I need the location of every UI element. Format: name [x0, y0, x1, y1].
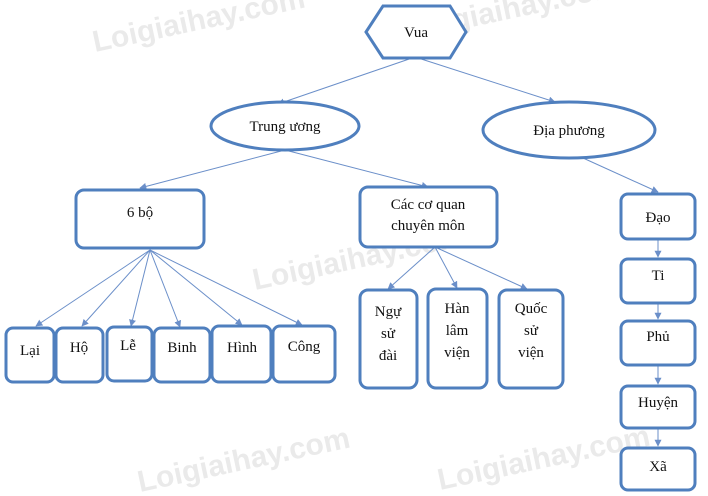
node-dao: Đạo	[619, 192, 697, 241]
node-xa: Xã	[619, 446, 697, 492]
node-co-quan-chuyen-mon: Các cơ quan chuyên môn	[358, 185, 499, 249]
node-han-lam-vien-line2: lâm	[446, 323, 469, 339]
node-dia-phuong-label: Địa phương	[533, 123, 605, 139]
node-ti-label: Ti	[652, 268, 665, 284]
node-phu: Phủ	[619, 319, 697, 367]
node-han-lam-vien: Hàn lâm viện	[426, 287, 489, 390]
node-6-bo: 6 bộ	[74, 188, 206, 250]
node-ngu-su-dai-line2: sử	[381, 326, 396, 342]
edge-co-quan-quoc-su-vien	[434, 246, 528, 290]
node-dao-label: Đạo	[646, 210, 671, 226]
edge-6-bo-le	[129, 249, 151, 327]
edge-co-quan-ngu-su-dai	[387, 246, 436, 290]
node-hinh: Hình	[210, 324, 273, 384]
node-ho-label: Hộ	[70, 340, 88, 356]
node-quoc-su-vien-line2: sử	[524, 323, 539, 339]
node-6-bo-label: 6 bộ	[127, 205, 153, 221]
node-xa-label: Xã	[649, 459, 667, 475]
watermark-text: Loigiaihay.com	[90, 0, 308, 59]
node-hinh-label: Hình	[227, 340, 258, 356]
node-binh-label: Binh	[167, 340, 197, 356]
edge-vua-dia-phuong	[414, 56, 556, 104]
edge-trung-uong-co-quan	[284, 149, 429, 189]
edge-co-quan-han-lam-vien	[434, 246, 458, 289]
node-han-lam-vien-line1: Hàn	[445, 301, 470, 317]
connectors	[35, 56, 662, 447]
edge-6-bo-lai	[35, 249, 151, 327]
node-le-label: Lễ	[120, 338, 136, 354]
node-cong: Công	[271, 324, 337, 384]
edge-6-bo-cong	[149, 249, 303, 326]
node-lai: Lại	[4, 326, 56, 384]
node-huyen: Huyện	[619, 384, 697, 430]
node-phu-label: Phủ	[646, 329, 670, 345]
edge-6-bo-binh	[149, 249, 181, 328]
node-ti: Ti	[619, 257, 697, 305]
node-co-quan-label-line1: Các cơ quan	[391, 197, 466, 213]
node-dia-phuong: Địa phương	[481, 100, 657, 160]
node-quoc-su-vien-line3: viện	[518, 345, 544, 361]
node-ngu-su-dai-line3: đài	[379, 348, 397, 364]
edge-trung-uong-6-bo	[139, 149, 286, 190]
node-ngu-su-dai-line1: Ngự	[375, 304, 402, 320]
node-lai-label: Lại	[20, 343, 40, 359]
node-han-lam-vien-line3: viện	[444, 345, 470, 361]
node-vua: Vua	[364, 4, 468, 60]
node-co-quan-label-line2: chuyên môn	[391, 218, 465, 234]
watermark-text: Loigiaihay.com	[135, 422, 353, 496]
node-quoc-su-vien: Quốc sử viện	[497, 288, 565, 390]
node-cong-label: Công	[288, 339, 321, 355]
edge-vua-trung-uong	[277, 56, 416, 106]
node-ho: Hộ	[54, 326, 105, 384]
node-trung-uong-label: Trung ương	[250, 119, 321, 135]
node-huyen-label: Huyện	[638, 395, 678, 411]
edge-6-bo-ho	[81, 249, 151, 327]
node-trung-uong: Trung ương	[209, 100, 361, 152]
node-quoc-su-vien-line1: Quốc	[515, 301, 548, 317]
edge-6-bo-hinh	[149, 249, 243, 326]
node-le: Lễ	[105, 325, 154, 383]
node-ngu-su-dai: Ngự sử đài	[358, 288, 419, 390]
node-binh: Binh	[152, 326, 212, 384]
node-vua-label: Vua	[404, 25, 428, 41]
edge-dia-phuong-dao	[582, 157, 659, 193]
